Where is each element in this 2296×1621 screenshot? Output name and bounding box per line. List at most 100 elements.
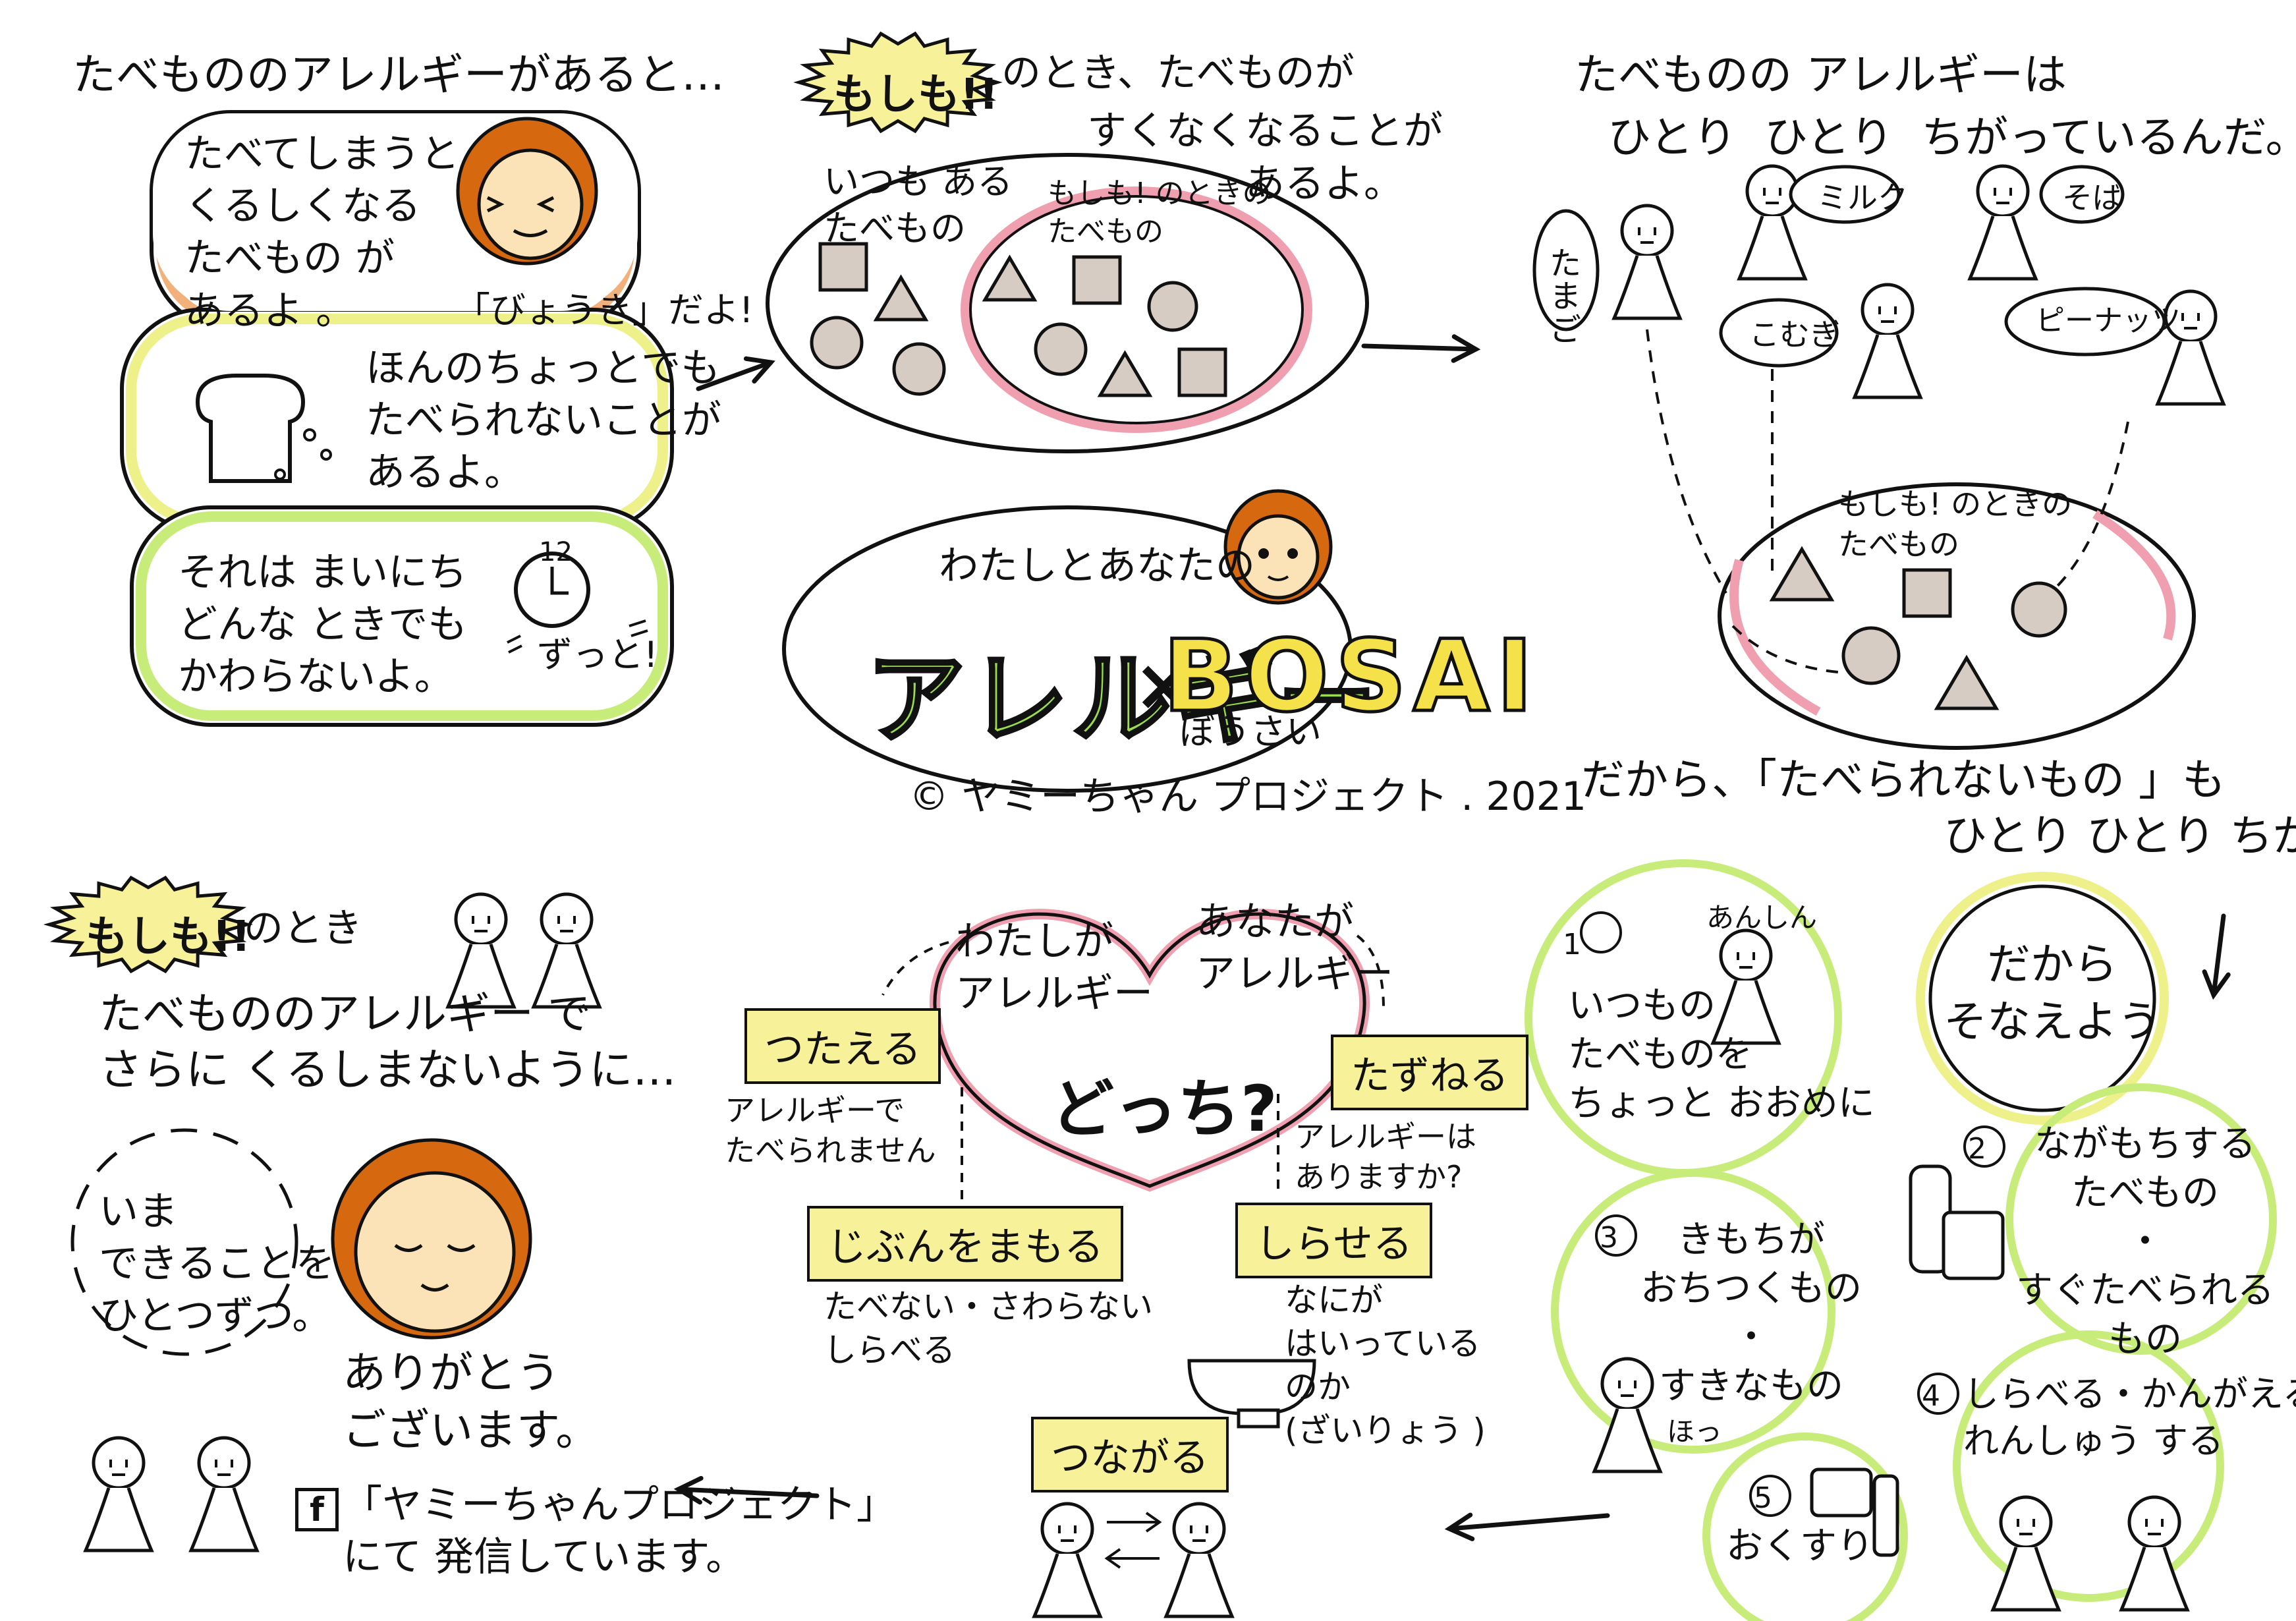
- item2-number: 2: [1968, 1132, 1986, 1166]
- food-circle-3: [1147, 281, 1198, 332]
- tsunagaru-arrow-left: [1104, 1548, 1160, 1569]
- girl-mouth-1: [513, 229, 548, 237]
- item5-green-circle: [1702, 1433, 1908, 1621]
- logo-girl-face: [1237, 514, 1320, 600]
- heart-left-label: わたしが アレルギー: [955, 919, 1153, 1017]
- item1-text: いつもの たべものを ちょっと おおめに: [1568, 984, 1875, 1125]
- arrow-panel2-to-panel3-head: [1451, 334, 1481, 363]
- arrow-panel1-to-panel2-head: [743, 356, 775, 384]
- bubble-milk: ミルク: [1817, 180, 1908, 215]
- panel3-ring-right: [2092, 510, 2176, 641]
- panel2-line2: すくなくなることが: [1087, 108, 1443, 154]
- food-square-3: [1177, 347, 1227, 397]
- item4-person-1-face: [2017, 1519, 2035, 1535]
- person-milk-body: [1737, 215, 1808, 281]
- panel2-outer-label: いつも ある たべもの: [824, 161, 1013, 250]
- bubble-komugi-shape: [1719, 298, 1839, 368]
- item4-person-1-head: [1999, 1495, 2053, 1549]
- bubble-peanuts-shape: [2004, 287, 2166, 356]
- item4-number: 4: [1922, 1379, 1940, 1413]
- tsunagaru-person-1-head: [1040, 1502, 1094, 1556]
- soup-bowl-base: [1237, 1408, 1280, 1429]
- panel4-person-4-face: [215, 1460, 233, 1476]
- logo-word-allergy: アレルギー: [864, 641, 1381, 759]
- panel4-person-3-face: [109, 1460, 128, 1476]
- panel4-girl-smile: [420, 1283, 449, 1292]
- panel3-triangle-1: [1769, 546, 1835, 602]
- panel2-burst-label: もしも!!: [833, 71, 999, 119]
- person-peanuts-face: [2181, 313, 2200, 329]
- bubble-komugi: こむぎ: [1749, 317, 1840, 353]
- arrow-panel3-to-panel6-head: [2202, 969, 2231, 1000]
- arrow-panel3-to-panel6: [2211, 913, 2226, 998]
- clock-number: 12: [539, 537, 573, 567]
- person-tamago-head: [1620, 204, 1674, 258]
- panel4-dashed-circle: [70, 1128, 298, 1356]
- food-square-2: [1072, 255, 1122, 305]
- arrow-panel5-to-panel4: [676, 1487, 820, 1498]
- item4-person-2-face: [2145, 1519, 2164, 1535]
- food-square-1: [818, 242, 868, 292]
- item4-person-1-body: [1990, 1547, 2061, 1612]
- panel4-person-4-head: [197, 1436, 251, 1490]
- dash-to-tazuneru: [1356, 934, 1385, 1009]
- jibun-note: たべない・さわらない しらべる: [824, 1288, 1153, 1369]
- can-icon: [1942, 1210, 2005, 1280]
- panel4-line2: たべもののアレルギー で: [99, 988, 591, 1039]
- item5-number: 5: [1754, 1481, 1772, 1515]
- food-circle-1: [810, 316, 864, 370]
- panel4-line3: さらに くるしまないように…: [99, 1044, 677, 1095]
- center-ink-circle: [1928, 884, 2156, 1112]
- panel3-title-line1: たべものの アレルギーは: [1575, 49, 2067, 100]
- box3-color-ring: [136, 511, 668, 721]
- logo-times: ×: [1133, 642, 1194, 727]
- panel4-burst-shape: [43, 875, 254, 974]
- tsunagaru-person-1-body: [1032, 1553, 1103, 1618]
- logo-girl-eye-left: [1258, 548, 1269, 559]
- item1-person-head: [1719, 928, 1773, 982]
- arrow-panel6-to-panel5: [1447, 1513, 1610, 1531]
- tag-tsutaeru: つたえる: [744, 1008, 941, 1084]
- bubble-tamago: たまご: [1550, 245, 1582, 349]
- panel1-box1-caption: 「びょうき」だよ!: [455, 289, 754, 331]
- panel4-person-2-body: [531, 944, 602, 1009]
- item2-green-circle: [2005, 1083, 2277, 1355]
- item3-number: 3: [1600, 1221, 1618, 1255]
- crumb-1: [303, 428, 316, 441]
- panel1-box3-caption: ずっと!: [537, 634, 658, 675]
- person-komugi-face: [1878, 306, 1897, 323]
- panel2-inner-label: もしも! のときの たべもの: [1048, 177, 1272, 249]
- heart-outline: [933, 912, 1366, 1188]
- panel4-person-2-face: [557, 916, 576, 932]
- heart-right-label: あなたが アレルギー: [1196, 899, 1393, 998]
- logo-reading: ぼうさい: [1179, 711, 1322, 753]
- panel4-girl-closed-eyes: [394, 1243, 476, 1252]
- tag-tsunagaru: つながる: [1031, 1417, 1229, 1493]
- dash-peanuts: [2041, 421, 2129, 601]
- item1-number: 1: [1563, 928, 1581, 961]
- person-tamago-face: [1638, 227, 1656, 244]
- person-soba-face: [1994, 188, 2012, 204]
- logo-girl-eye-right: [1287, 548, 1298, 559]
- item4-person-2-head: [2127, 1495, 2181, 1549]
- item1-person-face: [1737, 952, 1755, 969]
- panel4-girl-face: [354, 1171, 516, 1333]
- bubble-tamago-shape: [1532, 209, 1600, 331]
- panel4-person-3-head: [92, 1436, 146, 1490]
- tag-tazuneru: たずねる: [1331, 1035, 1528, 1110]
- arrow-panel6-to-panel5-head: [1444, 1512, 1475, 1541]
- logo-prefix: わたしとあなたの: [939, 543, 1255, 589]
- item4-person-2-body: [2119, 1547, 2190, 1612]
- logo-word-bosai: BOSAI: [1162, 618, 1540, 736]
- panel3-ring-left: [1729, 559, 1821, 716]
- panel3-bottom-line1: だから、「たべられないもの 」も: [1581, 754, 2226, 805]
- person-milk-face: [1763, 188, 1781, 204]
- panel4-burst-label: もしも!!: [86, 913, 251, 961]
- arrow-panel1-to-panel2: [696, 360, 773, 391]
- logo-ellipse: [782, 505, 1353, 793]
- logo-copyright: © ヤミーちゃん プロジェクト . 2021: [909, 774, 1587, 820]
- logo-girl-smile: [1267, 575, 1289, 581]
- panel3-circle-1: [2011, 581, 2067, 638]
- item3-green-circle: [1551, 1169, 1835, 1454]
- panel1-box3-text: それは まいにち どんな ときでも かわらないよ。: [178, 550, 468, 700]
